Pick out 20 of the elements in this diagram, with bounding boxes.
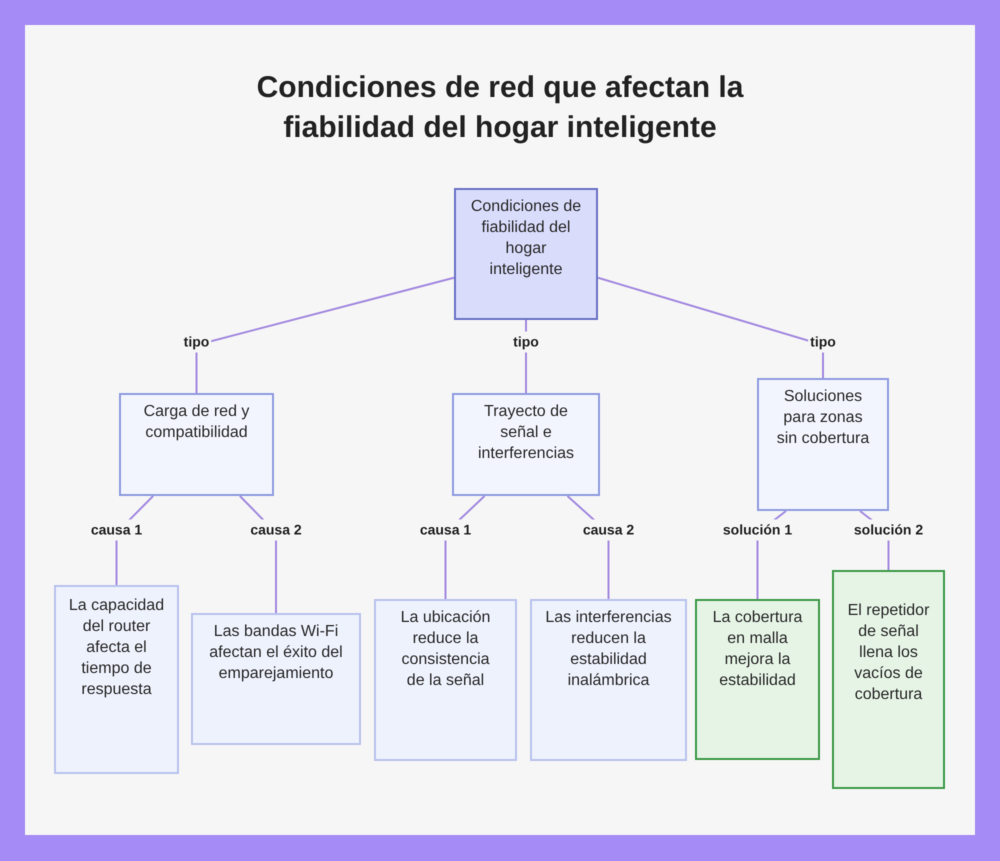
concept-box: La cobertura en malla mejora la estabilidad bbox=[695, 599, 820, 760]
edge-label: causa 1 bbox=[418, 520, 474, 540]
connector-line bbox=[598, 276, 824, 378]
concept-box: El repetidor de señal llena los vacíos de cobertura bbox=[832, 570, 945, 789]
concept-box: Trayecto de señal e interferencias bbox=[452, 393, 600, 496]
edge-label: solución 1 bbox=[720, 520, 794, 540]
edge-label: causa 1 bbox=[88, 520, 144, 540]
title: Condiciones de red que afectan la fiabilidad del hogar inteligente bbox=[256, 70, 745, 146]
edge-label: causa 2 bbox=[248, 520, 304, 540]
concept-box: Las interferencias reducen la estabilidad inalámbrica bbox=[530, 599, 687, 761]
edge-label: causa 2 bbox=[580, 520, 636, 540]
concept-box: La capacidad del router afecta el tiempo de respuesta bbox=[54, 585, 179, 774]
concept-box: La ubicación reduce la consistencia de la señal bbox=[374, 599, 517, 761]
root-box: Condiciones de fiabilidad del hogar inteligente bbox=[454, 188, 598, 320]
edge-label: solución 2 bbox=[852, 520, 926, 540]
concept-box: Las bandas Wi-Fi afectan el éxito del emparejamiento bbox=[191, 613, 361, 745]
concept-box: Soluciones para zonas sin cobertura bbox=[757, 378, 889, 511]
connector-line bbox=[196, 276, 454, 393]
edge-label: tipo bbox=[511, 332, 541, 352]
concept-box: Carga de red y compatibilidad bbox=[119, 393, 274, 496]
